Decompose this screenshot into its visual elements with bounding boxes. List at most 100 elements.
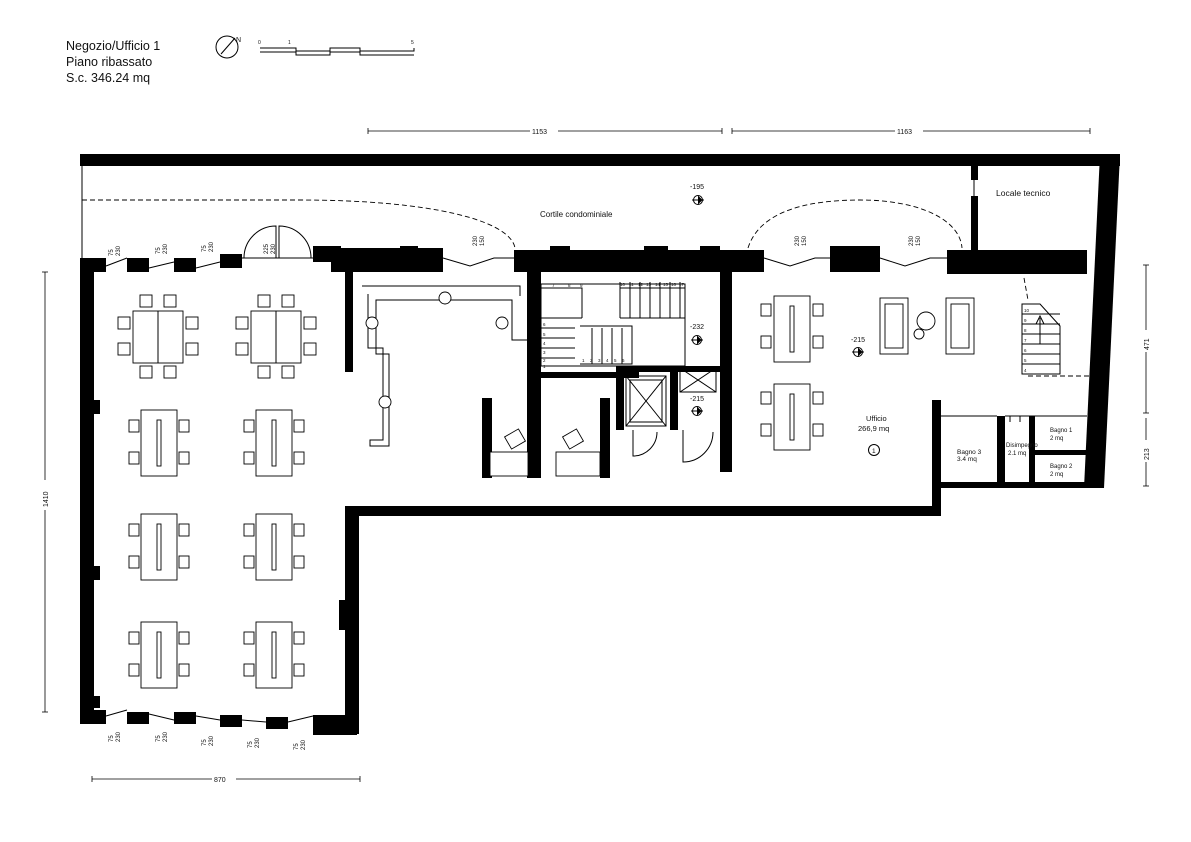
stair-top-8: 8 bbox=[568, 283, 571, 288]
level-marker-lift: -215 bbox=[690, 396, 704, 416]
door-n-w: 225 bbox=[264, 243, 270, 254]
courtyard-label: Cortile condominiale bbox=[540, 210, 613, 219]
stair-r-7: 7 bbox=[1024, 338, 1027, 343]
desk-pod-4 bbox=[243, 513, 305, 581]
win-s2-h: 230 bbox=[163, 731, 169, 742]
win-s2-w: 75 bbox=[156, 735, 162, 742]
main-staircase: 7 8 9 10 11 12 13 14 15 16 17 6 5 4 3 2 … bbox=[540, 282, 686, 369]
stair-bot-3: 3 bbox=[598, 358, 601, 363]
dim-top-left: 1153 bbox=[532, 129, 547, 136]
stair-top-12: 12 bbox=[638, 282, 644, 287]
win-s3-h: 230 bbox=[209, 735, 215, 746]
court-w3: 230 bbox=[909, 235, 915, 246]
scale-label-0: 0 bbox=[258, 40, 261, 46]
dimension-lines: 1153 1163 1410 870 471 213 bbox=[40, 125, 1151, 784]
win-s1-h: 230 bbox=[116, 731, 122, 742]
office-area: 266,9 mq bbox=[858, 424, 889, 433]
north-label: N bbox=[236, 37, 241, 44]
desk-pod-2 bbox=[243, 409, 305, 477]
level-lift-text: -215 bbox=[690, 396, 704, 403]
stair-r-9: 9 bbox=[1024, 318, 1027, 323]
meeting-table-left bbox=[117, 294, 199, 379]
title-block: Negozio/Ufficio 1 Piano ribassato S.c. 3… bbox=[66, 38, 160, 86]
desk-pod-3 bbox=[128, 513, 190, 581]
stair-top-15: 15 bbox=[663, 282, 669, 287]
stair-r-6: 6 bbox=[1024, 348, 1027, 353]
bath2-label: Bagno 2 bbox=[1050, 464, 1073, 470]
level-marker-office: -215 bbox=[851, 337, 865, 357]
desk-pod-1 bbox=[128, 409, 190, 477]
court-w1: 230 bbox=[473, 235, 479, 246]
courtyard-canopy bbox=[82, 199, 963, 249]
lift-shaft bbox=[625, 367, 717, 427]
scale-bar: 0 1 5 bbox=[258, 40, 415, 56]
room-tag: 1 bbox=[872, 448, 876, 455]
dim-top-right: 1163 bbox=[897, 129, 912, 136]
dim-bottom: 870 bbox=[214, 777, 226, 784]
bath3-area: 3.4 mq bbox=[957, 456, 977, 463]
stair-top-16: 16 bbox=[671, 282, 677, 287]
scale-label-1: 1 bbox=[288, 40, 291, 46]
stair-top-11: 11 bbox=[629, 282, 634, 287]
stair-r-10: 10 bbox=[1024, 308, 1030, 313]
office-desk-1 bbox=[760, 295, 824, 363]
stair-r-4: 4 bbox=[1024, 368, 1027, 373]
win-s3-w: 75 bbox=[202, 739, 208, 746]
desk-pod-6 bbox=[243, 621, 305, 689]
secondary-staircase: 10 9 8 7 6 5 4 bbox=[1021, 277, 1092, 377]
lounge-chairs bbox=[489, 428, 601, 477]
stair-bot-5: 5 bbox=[614, 358, 617, 363]
stair-bot-4: 4 bbox=[606, 358, 609, 363]
bath1-area: 2 mq bbox=[1050, 436, 1063, 442]
court-w2: 230 bbox=[795, 235, 801, 246]
tech-room-label: Locale tecnico bbox=[996, 188, 1051, 198]
win-s4-h: 230 bbox=[255, 737, 261, 748]
room-tag-circle bbox=[868, 444, 880, 456]
stair-bot-1: 1 bbox=[582, 358, 585, 363]
opening-labels: 75 230 75 230 75 230 225 230 230 150 230… bbox=[109, 235, 922, 750]
level-marker-courtyard: -195 bbox=[690, 184, 704, 205]
win-n2-h: 230 bbox=[163, 243, 169, 254]
floor-label: Piano ribassato bbox=[66, 55, 153, 69]
court-h3: 150 bbox=[916, 235, 922, 246]
win-n3-h: 230 bbox=[209, 241, 215, 252]
stair-left-6: 6 bbox=[543, 322, 546, 327]
stair-left-5: 5 bbox=[543, 332, 546, 337]
stair-r-5: 5 bbox=[1024, 358, 1027, 363]
dim-right-upper: 471 bbox=[1144, 338, 1151, 350]
court-h2: 150 bbox=[802, 235, 808, 246]
win-s5-h: 230 bbox=[301, 739, 307, 750]
win-n1-h: 230 bbox=[116, 245, 122, 256]
bath1-label: Bagno 1 bbox=[1050, 428, 1073, 434]
reception-counter bbox=[362, 285, 527, 447]
dim-right-lower: 213 bbox=[1144, 448, 1151, 460]
bath2-area: 2 mq bbox=[1050, 472, 1063, 478]
stair-r-8: 8 bbox=[1024, 328, 1027, 333]
stair-left-4: 4 bbox=[543, 341, 546, 346]
office-label: Ufficio bbox=[866, 414, 887, 423]
walls bbox=[80, 154, 1120, 735]
win-n2-w: 75 bbox=[156, 247, 162, 254]
win-n1-w: 75 bbox=[109, 249, 115, 256]
door-n-h: 230 bbox=[271, 243, 277, 254]
level-stair-text: -232 bbox=[690, 324, 704, 331]
stair-top-7: 7 bbox=[552, 283, 555, 288]
win-s5-w: 75 bbox=[294, 743, 300, 750]
office-lounge bbox=[879, 297, 975, 355]
stair-top-9: 9 bbox=[580, 283, 583, 288]
north-arrow-icon: N bbox=[215, 35, 241, 59]
win-s1-w: 75 bbox=[109, 735, 115, 742]
meeting-table-right bbox=[235, 294, 317, 379]
level-marker-stair: -232 bbox=[690, 324, 704, 345]
level-office-text: -215 bbox=[851, 337, 865, 344]
level-courtyard-text: -195 bbox=[690, 184, 704, 191]
stair-top-10: 10 bbox=[620, 282, 626, 287]
area-label: S.c. 346.24 mq bbox=[66, 71, 151, 85]
stair-top-13: 13 bbox=[646, 282, 652, 287]
office-desk-2 bbox=[760, 383, 824, 451]
stair-bot-6: 6 bbox=[622, 358, 625, 363]
hall-area: 2.1 mq bbox=[1008, 451, 1026, 457]
stair-left-1: 1 bbox=[543, 364, 546, 369]
plan-title: Negozio/Ufficio 1 bbox=[66, 39, 161, 53]
